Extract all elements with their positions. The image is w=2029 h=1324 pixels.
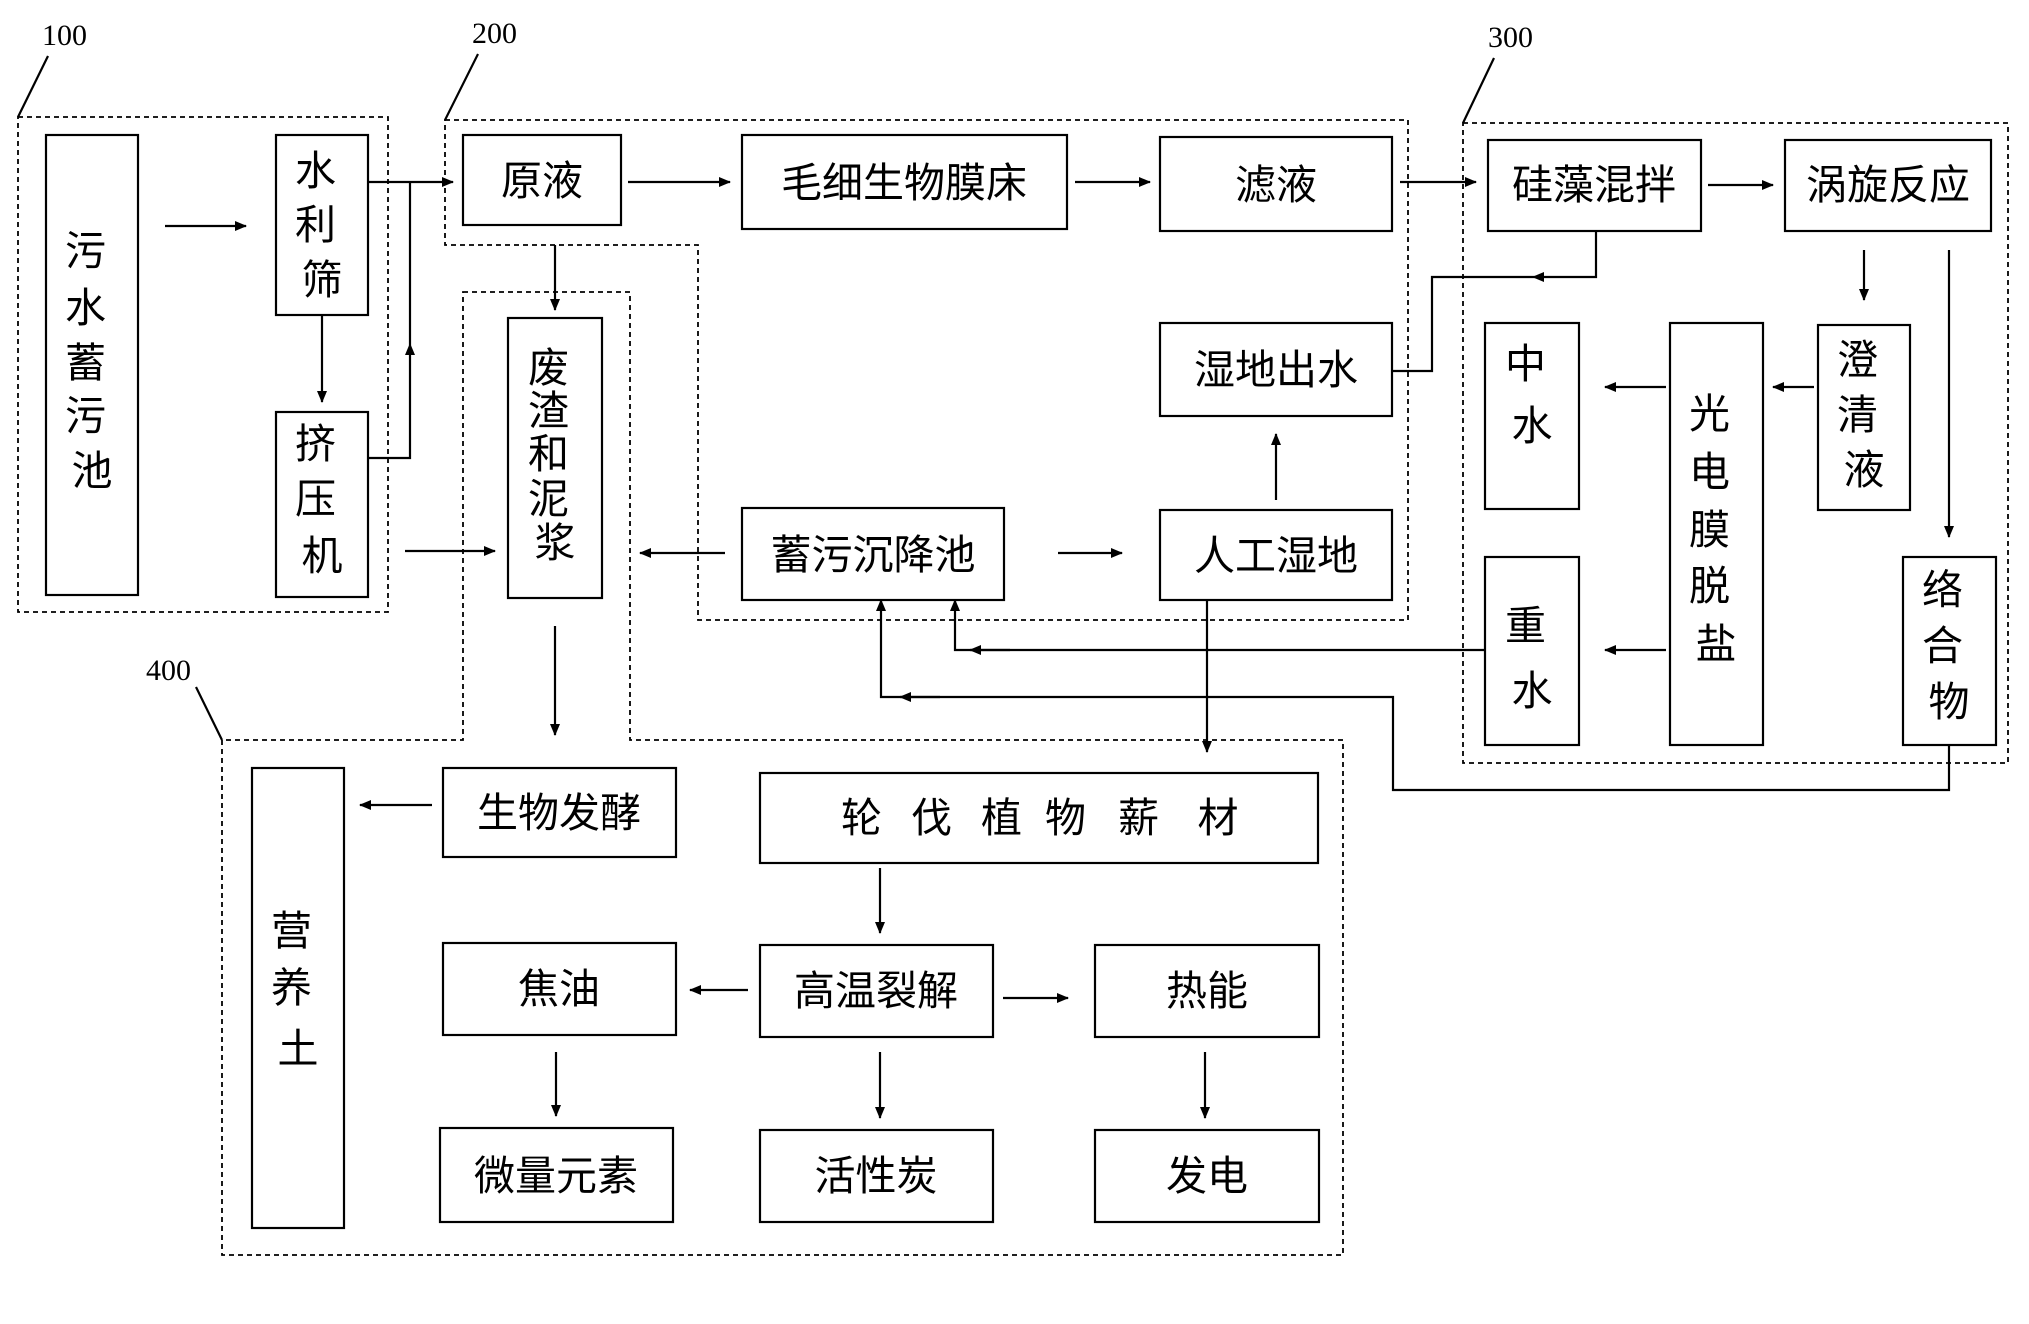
node-heavy-water: 重 水 (1483, 555, 1581, 747)
region-100-outline (17, 116, 389, 613)
node-vortex-reaction: 涡旋反应 (1783, 138, 1993, 233)
arrow-outflow-to-diatom (1392, 231, 1598, 373)
node-filtrate: 滤液 (1158, 135, 1394, 233)
region-200-outline (444, 119, 1409, 621)
node-activated-carbon-label: 活性炭 (815, 1152, 938, 1200)
node-trace-elements-label: 微量元素 (474, 1152, 638, 1200)
node-middle-water: 中 水 (1483, 321, 1581, 511)
node-settling-tank-label: 蓄污沉降池 (771, 531, 976, 579)
node-wetland-outflow: 湿地出水 (1158, 321, 1394, 418)
node-middle-water-label: 中 水 (1505, 340, 1559, 450)
node-rotation-wood-label: 轮 伐 植 物 薪 材 (841, 794, 1239, 842)
region-400-leader (195, 686, 223, 741)
node-complex: 络 合 物 (1901, 555, 1998, 747)
arrow-extruder-up (368, 343, 415, 460)
region-300-outline (1462, 122, 2009, 764)
node-activated-carbon: 活性炭 (758, 1128, 995, 1224)
region-300-label: 300 (1488, 21, 1533, 54)
node-raw-liquid: 原液 (461, 133, 623, 227)
node-sludge-label: 废 渣 和 泥 浆 (528, 344, 582, 567)
region-200-leader (444, 53, 479, 121)
node-clarified-liquid-label: 澄 清 液 (1837, 336, 1891, 494)
node-vortex-reaction-label: 涡旋反应 (1806, 161, 1970, 209)
region-100-label: 100 (42, 19, 87, 52)
node-artificial-wetland-label: 人工湿地 (1194, 532, 1358, 580)
node-capillary-bed-label: 毛细生物膜床 (781, 159, 1027, 207)
node-pyrolysis-label: 高温裂解 (794, 967, 958, 1015)
node-photo-membrane: 光 电 膜 脱 盐 (1668, 321, 1765, 747)
node-diatom-mixing-label: 硅藻混拌 (1512, 161, 1676, 209)
node-photo-membrane-label: 光 电 膜 脱 盐 (1689, 390, 1743, 668)
node-pyrolysis: 高温裂解 (758, 943, 995, 1039)
node-diatom-mixing: 硅藻混拌 (1486, 138, 1703, 233)
node-settling-tank: 蓄污沉降池 (740, 506, 1006, 602)
node-heat-energy: 热能 (1093, 943, 1321, 1039)
region-100-leader (17, 55, 49, 118)
arrow-complex-return (876, 599, 1951, 792)
node-filtrate-label: 滤液 (1235, 161, 1317, 209)
node-rotation-wood: 轮 伐 植 物 薪 材 (758, 771, 1320, 865)
node-heat-energy-label: 热能 (1166, 967, 1248, 1015)
node-nutrient-soil-label: 营 养 土 (271, 907, 325, 1073)
node-raw-liquid-label: 原液 (501, 157, 583, 205)
region-300-leader (1462, 57, 1495, 124)
node-clarified-liquid: 澄 清 液 (1816, 323, 1912, 512)
region-400-label: 400 (146, 654, 191, 687)
node-power-generation: 发电 (1093, 1128, 1321, 1224)
node-hydro-sieve-label: 水 利 筛 (295, 147, 349, 304)
node-hydro-sieve: 水 利 筛 (274, 133, 370, 317)
node-wetland-outflow-label: 湿地出水 (1194, 346, 1358, 394)
node-tar: 焦油 (441, 941, 678, 1037)
node-trace-elements: 微量元素 (438, 1126, 675, 1224)
region-200-label: 200 (472, 17, 517, 50)
node-extruder-label: 挤 压 机 (295, 420, 349, 580)
node-artificial-wetland: 人工湿地 (1158, 508, 1394, 602)
node-nutrient-soil: 营 养 土 (250, 766, 346, 1230)
node-complex-label: 络 合 物 (1922, 566, 1976, 726)
node-capillary-bed: 毛细生物膜床 (740, 133, 1069, 231)
node-heavy-water-label: 重 水 (1505, 602, 1559, 715)
node-extruder: 挤 压 机 (274, 410, 370, 599)
arrow-heavy-water-return (950, 599, 1485, 652)
node-sewage-pool-label: 污 水 蓄 污 池 (65, 227, 119, 495)
node-bio-fermentation-label: 生物发酵 (477, 789, 641, 837)
node-power-generation-label: 发电 (1166, 1152, 1248, 1200)
region-400-outline (221, 291, 1344, 1256)
node-sludge: 废 渣 和 泥 浆 (506, 316, 604, 600)
node-bio-fermentation: 生物发酵 (441, 766, 678, 859)
node-tar-label: 焦油 (518, 965, 600, 1013)
node-sewage-pool: 污 水 蓄 污 池 (44, 133, 140, 597)
